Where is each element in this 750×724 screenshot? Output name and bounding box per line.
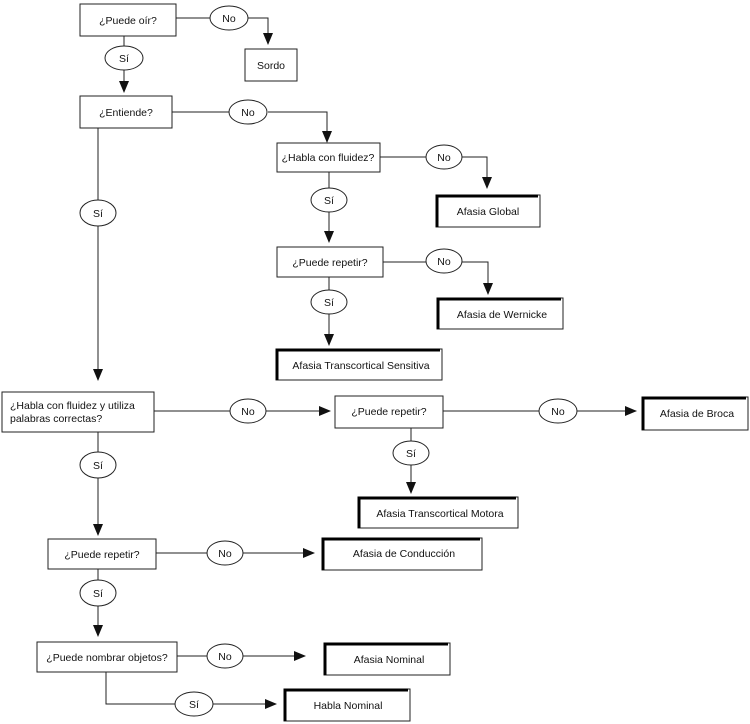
answer-no-repetir-sensitiva: No xyxy=(425,248,463,274)
svg-text:Sordo: Sordo xyxy=(257,60,285,72)
question-puede-nombrar-objetos: ¿Puede nombrar objetos? xyxy=(36,641,178,673)
answer-si-repetir-motora: Sí xyxy=(392,440,430,466)
question-puede-repetir-motora: ¿Puede repetir? xyxy=(334,395,444,429)
outcome-afasia-wernicke: Afasia de Wernicke xyxy=(436,297,564,330)
svg-text:Sí: Sí xyxy=(324,195,334,207)
answer-si-nombrar: Sí xyxy=(174,691,214,717)
svg-text:No: No xyxy=(241,107,255,119)
answer-si-repetir-conduccion: Sí xyxy=(79,579,117,607)
svg-text:Sí: Sí xyxy=(93,460,103,472)
svg-text:Sí: Sí xyxy=(93,588,103,600)
outcome-afasia-conduccion: Afasia de Conducción xyxy=(321,537,483,571)
answer-no-fluidez: No xyxy=(425,144,463,170)
svg-text:Sí: Sí xyxy=(189,699,199,711)
outcome-afasia-broca: Afasia de Broca xyxy=(641,396,749,431)
svg-text:No: No xyxy=(437,152,451,164)
svg-text:Afasia Transcortical Sensitiva: Afasia Transcortical Sensitiva xyxy=(292,360,429,372)
svg-text:Afasia Transcortical Motora: Afasia Transcortical Motora xyxy=(376,508,503,520)
svg-text:¿Puede repetir?: ¿Puede repetir? xyxy=(292,257,367,269)
svg-text:No: No xyxy=(218,548,232,560)
svg-text:Afasia de Wernicke: Afasia de Wernicke xyxy=(457,309,547,321)
svg-text:No: No xyxy=(241,406,255,418)
outcome-afasia-transcortical-sensitiva: Afasia Transcortical Sensitiva xyxy=(275,348,443,381)
svg-text:Habla Nominal: Habla Nominal xyxy=(314,700,383,712)
svg-text:No: No xyxy=(222,13,236,25)
svg-text:Afasia Nominal: Afasia Nominal xyxy=(354,654,425,666)
svg-text:Afasia Global: Afasia Global xyxy=(457,206,519,218)
svg-text:¿Puede repetir?: ¿Puede repetir? xyxy=(64,549,139,561)
question-puede-repetir-conduccion: ¿Puede repetir? xyxy=(47,538,157,570)
answer-no-fluidez-correctas: No xyxy=(229,398,267,424)
answer-si-fluidez: Sí xyxy=(310,187,348,213)
answer-si-fluidez-correctas: Sí xyxy=(79,451,117,479)
svg-text:Afasia de Broca: Afasia de Broca xyxy=(660,408,734,420)
svg-text:Sí: Sí xyxy=(93,208,103,220)
answer-no-repetir-motora: No xyxy=(538,398,578,424)
svg-text:¿Habla con fluidez y utiliza: ¿Habla con fluidez y utiliza xyxy=(10,400,135,412)
svg-text:¿Puede oír?: ¿Puede oír? xyxy=(99,15,157,27)
connectors xyxy=(93,17,637,709)
svg-text:Sí: Sí xyxy=(119,53,129,65)
svg-text:¿Entiende?: ¿Entiende? xyxy=(99,107,153,119)
svg-text:No: No xyxy=(218,651,232,663)
svg-text:No: No xyxy=(437,256,451,268)
svg-text:No: No xyxy=(551,406,565,418)
outcome-afasia-nominal: Afasia Nominal xyxy=(323,642,451,676)
question-puede-oir: ¿Puede oír? xyxy=(79,3,177,37)
answer-no-oir: No xyxy=(209,5,249,31)
answer-no-entiende: No xyxy=(228,99,268,125)
answer-si-entiende: Sí xyxy=(79,199,117,227)
svg-text:Sí: Sí xyxy=(324,297,334,309)
answer-no-nombrar: No xyxy=(206,643,244,669)
svg-text:palabras correctas?: palabras correctas? xyxy=(10,413,102,425)
svg-text:¿Habla con fluidez?: ¿Habla con fluidez? xyxy=(282,152,375,164)
svg-text:Sí: Sí xyxy=(406,448,416,460)
outcome-sordo: Sordo xyxy=(244,48,298,82)
svg-text:¿Puede nombrar objetos?: ¿Puede nombrar objetos? xyxy=(46,652,168,664)
question-puede-repetir-sensitiva: ¿Puede repetir? xyxy=(276,246,384,278)
svg-text:Afasia de Conducción: Afasia de Conducción xyxy=(353,548,455,560)
question-habla-fluidez-palabras-correctas: ¿Habla con fluidez y utiliza palabras co… xyxy=(1,391,155,433)
outcome-habla-nominal: Habla Nominal xyxy=(283,688,411,722)
outcome-afasia-transcortical-motora: Afasia Transcortical Motora xyxy=(357,496,519,529)
answer-si-oir: Sí xyxy=(104,45,144,71)
outcome-afasia-global: Afasia Global xyxy=(435,194,541,228)
answer-si-repetir-sensitiva: Sí xyxy=(310,289,348,315)
svg-text:¿Puede repetir?: ¿Puede repetir? xyxy=(351,406,426,418)
question-habla-fluidez: ¿Habla con fluidez? xyxy=(276,142,381,173)
question-entiende: ¿Entiende? xyxy=(79,95,173,129)
answer-no-repetir-conduccion: No xyxy=(206,540,244,566)
